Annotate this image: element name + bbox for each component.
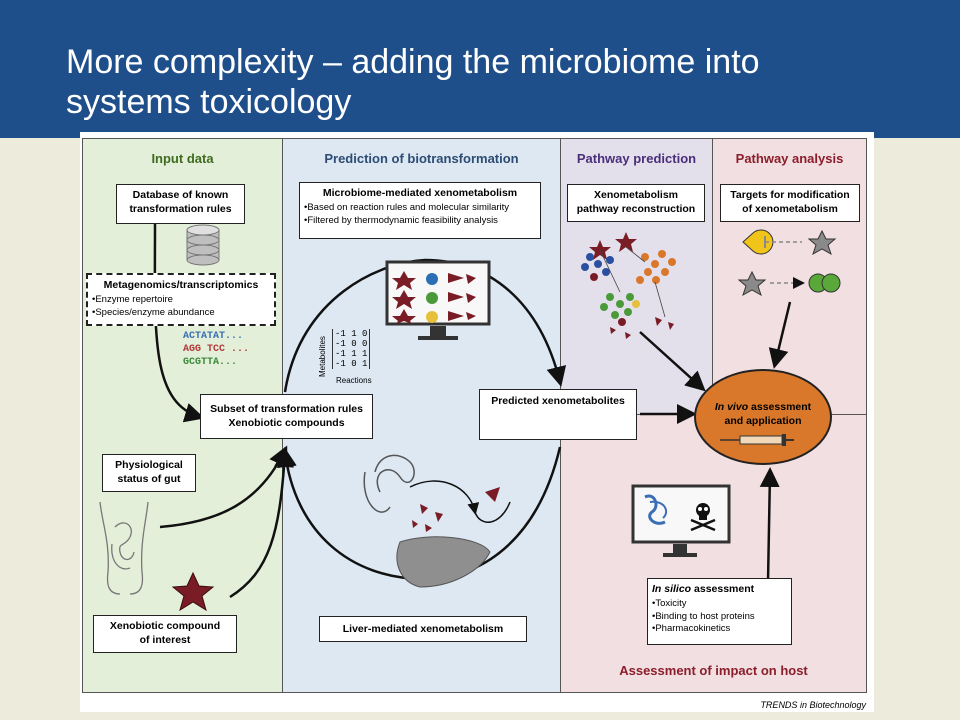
invivo-rest: assessment <box>748 401 812 413</box>
title-line-1: More complexity – adding the microbiome … <box>66 43 760 81</box>
physiological-box: Physiological status of gut <box>102 454 196 492</box>
targets-line1: Targets for modification <box>730 189 850 201</box>
targets-line2: of xenometabolism <box>742 203 838 215</box>
figure: Input data Prediction of biotransformati… <box>80 132 874 712</box>
microbiome-item-1: Based on reaction rules and molecular si… <box>304 202 536 215</box>
insilico-item-2: Binding to host proteins <box>652 611 787 624</box>
targets-box: Targets for modification of xenometaboli… <box>720 184 860 222</box>
matrix-row-4: -1 0 1 <box>335 359 368 369</box>
panel-impact-title: Assessment of impact on host <box>619 663 808 678</box>
panel-pathway-analysis-title: Pathway analysis <box>735 151 844 166</box>
matrix-row-3: -1 1 1 <box>335 349 368 359</box>
liver-title: Liver-mediated xenometabolism <box>342 623 504 635</box>
arrow-network-to-invivo <box>639 331 706 392</box>
microbiome-item-2: Filtered by thermodynamic feasibility an… <box>304 215 536 228</box>
dna-sequences: ACTATAT... AGG TCC ... GCGTTA... <box>183 330 249 369</box>
cycle-arrow-top <box>283 258 567 393</box>
microbiome-box: Microbiome-mediated xenometabolism Based… <box>299 182 541 239</box>
skull-crossbones-icon <box>690 503 716 532</box>
arrow-targets-to-invivo <box>768 301 792 369</box>
panel-impact: Assessment of impact on host <box>560 414 867 693</box>
invivo-line2: and application <box>724 415 802 427</box>
panel-input-data-title: Input data <box>151 151 214 166</box>
insilico-rest: assessment <box>691 583 755 595</box>
subset-box: Subset of transformation rules Xenobioti… <box>200 394 373 439</box>
dna-sequence-1: ACTATAT... <box>183 331 244 342</box>
arrow-xeno-to-cycle <box>229 447 295 599</box>
target-modification-icons <box>737 229 841 297</box>
matrix-row-1: -1 1 0 <box>335 329 368 339</box>
physio-line1: Physiological <box>115 459 183 471</box>
slide-title: More complexity – adding the microbiome … <box>66 42 946 122</box>
pathway-network-icon <box>581 232 676 339</box>
insilico-item-3: Pharmacokinetics <box>652 623 787 636</box>
dna-sequence-2: AGG TCC ... <box>183 344 250 355</box>
metagenomics-item-1: Enzyme repertoire <box>92 294 270 307</box>
metagenomics-title: Metagenomics/transcriptomics <box>103 279 259 291</box>
subset-line1: Subset of transformation rules <box>210 403 363 415</box>
invivo-label: In vivo assessment and application <box>700 400 826 428</box>
xeno-line1: Xenobiotic compound <box>109 620 221 632</box>
matrix-col-label: Reactions <box>336 376 372 385</box>
reconstruction-line2: pathway reconstruction <box>576 203 696 215</box>
database-box: Database of known transformation rules <box>116 184 245 224</box>
liver-box: Liver-mediated xenometabolism <box>319 616 527 642</box>
reconstruction-box: Xenometabolism pathway reconstruction <box>567 184 705 222</box>
xeno-line2: of interest <box>139 634 191 646</box>
predicted-title: Predicted xenometabolites <box>491 395 625 407</box>
metagenomics-box: Metagenomics/transcriptomics Enzyme repe… <box>86 273 276 326</box>
arrow-database-to-subset <box>153 223 205 423</box>
stoichiometric-matrix: -1 1 0 -1 0 0 -1 1 1 -1 0 1 <box>332 329 371 369</box>
matrix-row-label: Metabolites <box>318 336 327 377</box>
slide-header <box>0 0 960 138</box>
insilico-italic: In silico <box>652 583 692 595</box>
protein-structure-icon <box>644 494 668 525</box>
computer-monitor-icon <box>385 260 491 340</box>
panel-biotransformation-title: Prediction of biotransformation <box>324 151 519 166</box>
predicted-xenometabolites-box: Predicted xenometabolites <box>479 389 637 440</box>
subset-line2: Xenobiotic compounds <box>228 417 345 429</box>
database-line1: Database of known <box>132 189 229 201</box>
database-icon <box>186 224 220 266</box>
insilico-item-1: Toxicity <box>652 598 787 611</box>
xenobiotic-box: Xenobiotic compound of interest <box>93 615 237 653</box>
reconstruction-line1: Xenometabolism <box>593 189 679 201</box>
dna-sequence-3: GCGTTA... <box>183 357 238 368</box>
xenobiotic-star-icon <box>171 571 215 612</box>
physio-line2: status of gut <box>117 473 181 485</box>
insilico-box: In silico assessment Toxicity Binding to… <box>647 578 792 645</box>
title-line-2: systems toxicology <box>66 83 352 121</box>
microbiome-title: Microbiome-mediated xenometabolism <box>322 187 518 199</box>
metagenomics-item-2: Species/enzyme abundance <box>92 307 270 320</box>
insilico-monitor-icon <box>631 484 731 557</box>
database-line2: transformation rules <box>129 203 232 215</box>
gut-liver-illustration <box>363 454 511 588</box>
arrow-insilico-to-invivo <box>759 467 780 583</box>
invivo-italic: In vivo <box>714 401 749 413</box>
diagram-graphics <box>99 223 841 612</box>
matrix-row-2: -1 0 0 <box>335 339 368 349</box>
syringe-icon <box>720 434 794 446</box>
figure-credit: TRENDS in Biotechnology <box>760 700 866 710</box>
human-gut-outline-icon <box>99 501 149 595</box>
panel-pathway-prediction-title: Pathway prediction <box>576 151 697 166</box>
